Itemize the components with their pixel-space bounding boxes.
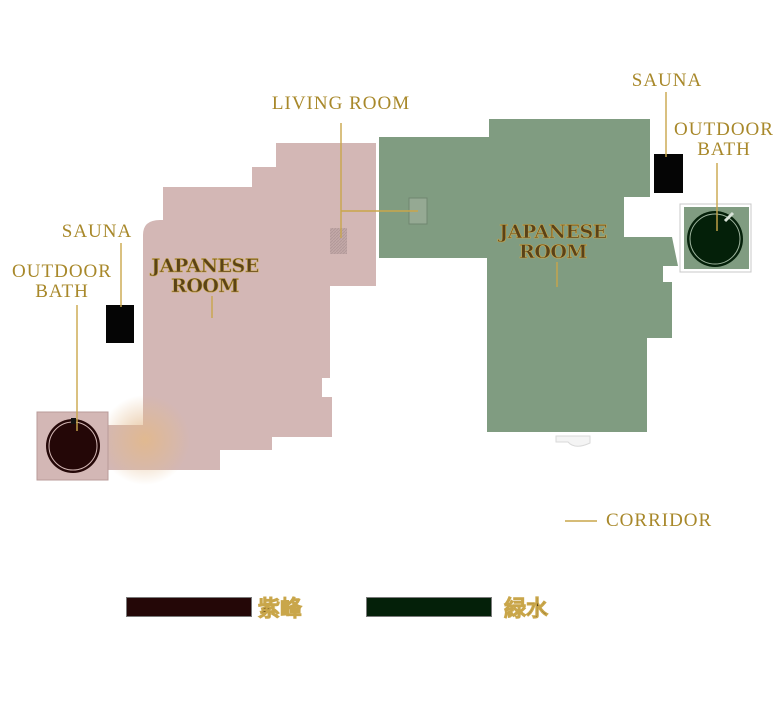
green-wing-floor <box>379 119 678 432</box>
label-sauna-left: SAUNA <box>61 221 133 242</box>
outdoor-bath-right-ring <box>689 213 741 265</box>
outdoor-bath-left-tub <box>46 419 100 473</box>
living-room-marker-left <box>330 228 347 254</box>
label-living-room: LIVING ROOM <box>271 93 411 114</box>
purple-wing-floor <box>108 143 376 470</box>
legend-green-swatch <box>366 597 492 617</box>
label-outdoor-bath-left: OUTDOOR BATH <box>12 261 112 302</box>
sauna-left <box>106 305 134 343</box>
label-japanese-room-left: JAPANESE ROOM <box>151 255 260 297</box>
legend-purple-name: 紫峰 <box>258 596 303 623</box>
legend-purple-swatch <box>126 597 252 617</box>
sauna-right <box>654 154 683 193</box>
label-japanese-room-right: JAPANESE ROOM <box>499 221 608 263</box>
label-outdoor-bath-right: OUTDOOR BATH <box>674 119 774 160</box>
outdoor-bath-left-spout <box>71 418 76 424</box>
outdoor-bath-right-spout <box>723 211 735 223</box>
label-corridor: CORRIDOR <box>606 510 713 531</box>
legend-green-name: 緑水 <box>504 596 549 623</box>
corridor-edge <box>555 435 591 447</box>
label-sauna-right: SAUNA <box>631 70 703 91</box>
outdoor-bath-right-tub <box>687 211 743 267</box>
glow-spot <box>100 395 190 485</box>
